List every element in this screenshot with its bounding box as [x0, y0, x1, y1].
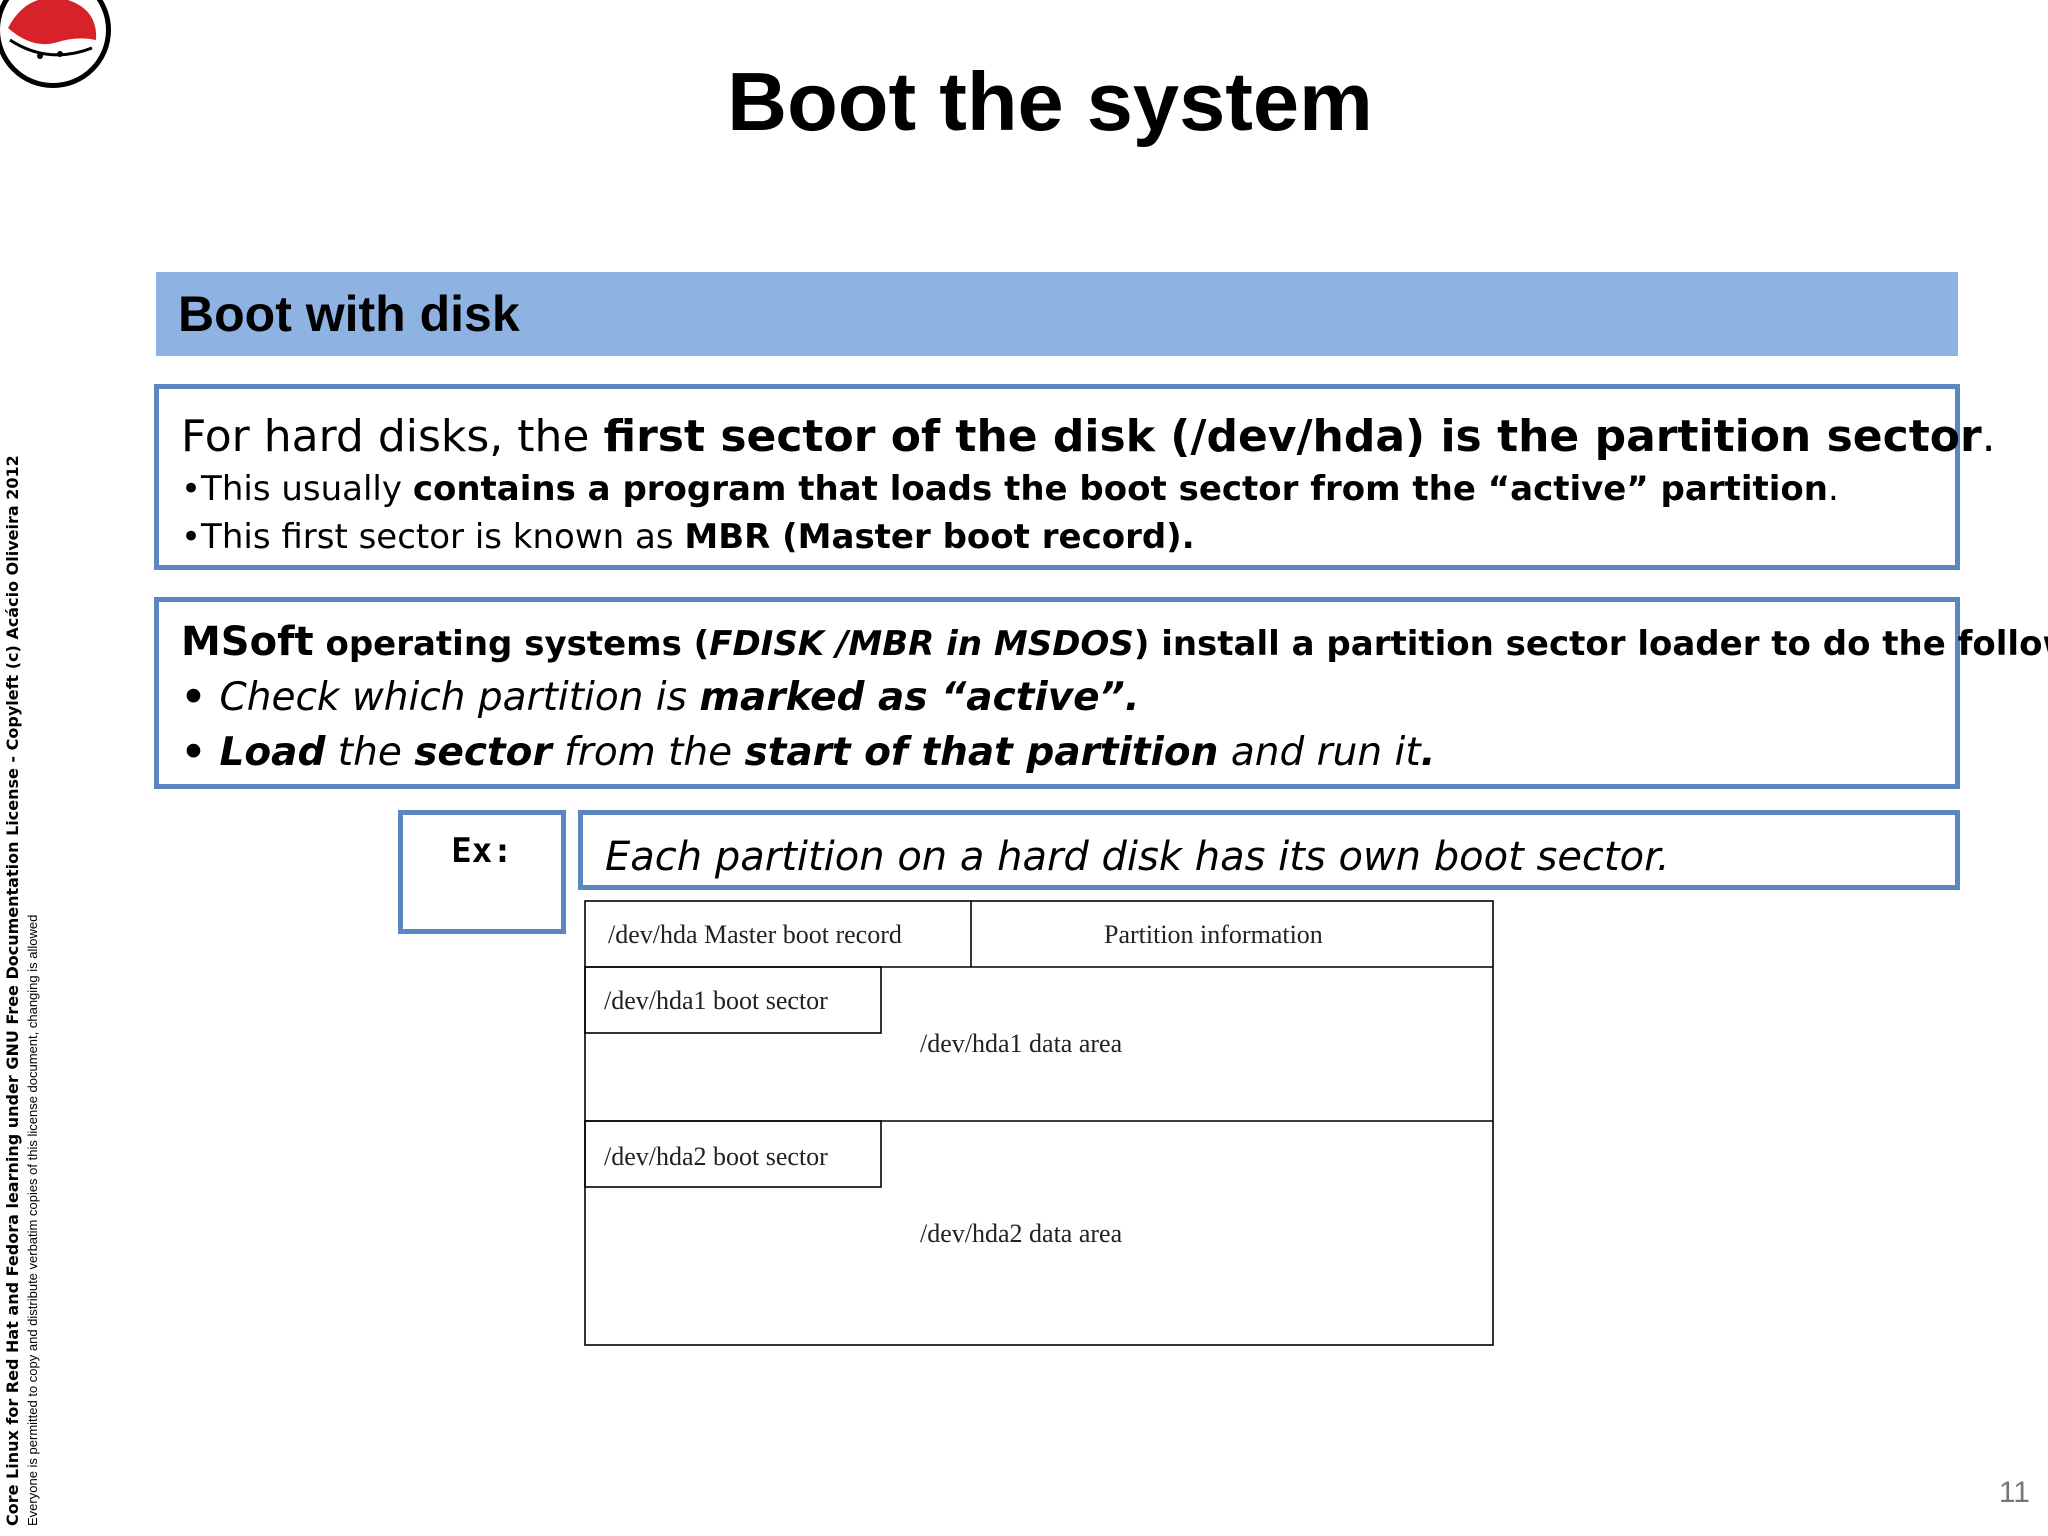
italic-span: and run it	[1218, 730, 1421, 775]
mbr-label: /dev/hda Master boot record	[608, 920, 902, 949]
info-line-3: •This first sector is known as MBR (Mast…	[181, 513, 1955, 561]
bold-span: operating systems (	[313, 624, 710, 664]
license-line: Core Linux for Red Hat and Fedora learni…	[3, 455, 22, 1526]
info-line-2: •This usually contains a program that lo…	[181, 465, 1955, 513]
example-text: Each partition on a hard disk has its ow…	[605, 834, 1670, 880]
bold-italic-span: .	[1420, 730, 1436, 775]
bold-span: ) install a partition sector loader to d…	[1133, 624, 2048, 664]
license-permission-line: Everyone is permitted to copy and distri…	[25, 914, 40, 1526]
msoft-loader-box: MSoft operating systems (FDISK /MBR in M…	[154, 597, 2048, 789]
hard-disk-info-box: For hard disks, the first sector of the …	[154, 384, 1996, 570]
bullet: •	[181, 675, 220, 720]
italic-span: Check which partition is	[219, 675, 700, 720]
msoft-line-2: • Check which partition is marked as “ac…	[181, 670, 1955, 725]
bold-span: MBR (Master boot record).	[684, 517, 1195, 557]
text-span: •This first sector is known as	[181, 517, 685, 557]
page-number: 11	[1998, 1476, 2030, 1509]
redhat-logo-icon	[0, 0, 111, 88]
text-span: .	[1981, 411, 1996, 462]
bold-span: first sector of the disk (/dev/hda) is t…	[603, 411, 1982, 462]
hda1-boot-label: /dev/hda1 boot sector	[604, 986, 828, 1015]
bold-span: contains a program that loads the boot s…	[412, 469, 1828, 509]
italic-span: the	[325, 730, 415, 775]
msoft-line-1: MSoft operating systems (FDISK /MBR in M…	[181, 616, 2048, 670]
partition-info-label: Partition information	[1104, 920, 1323, 949]
hda2-boot-label: /dev/hda2 boot sector	[604, 1142, 828, 1171]
info-line-1: For hard disks, the first sector of the …	[181, 409, 1996, 465]
disk-layout-diagram: /dev/hda Master boot record Partition in…	[584, 900, 1494, 1346]
hda1-data-label: /dev/hda1 data area	[920, 1029, 1123, 1058]
section-header-label: Boot with disk	[178, 286, 520, 342]
bold-italic-span: marked as “active”.	[699, 675, 1140, 720]
hda1-boot-cell	[584, 966, 882, 1034]
bold-italic-span: FDISK /MBR in MSDOS	[709, 624, 1134, 664]
license-sidebar: Core Linux for Red Hat and Fedora learni…	[2, 455, 42, 1526]
example-text-box: Each partition on a hard disk has its ow…	[578, 810, 1960, 890]
example-label: Ex:	[451, 831, 513, 871]
bullet: •	[181, 730, 220, 775]
hda2-data-label: /dev/hda2 data area	[920, 1219, 1123, 1248]
bold-italic-span: start of that partition	[744, 730, 1219, 775]
bold-span: MSoft	[181, 619, 314, 665]
slide-title: Boot the system	[727, 55, 1373, 148]
bold-italic-span: sector	[414, 730, 552, 775]
text-span: For hard disks, the	[181, 411, 604, 462]
text-span: .	[1827, 469, 1839, 509]
hda2-boot-cell	[584, 1120, 882, 1188]
section-header: Boot with disk	[156, 272, 1958, 356]
msoft-line-3: • Load the sector from the start of that…	[181, 725, 1955, 780]
example-label-box: Ex:	[398, 810, 566, 934]
text-span: •This usually	[181, 469, 413, 509]
bold-italic-span: Load	[219, 730, 326, 775]
italic-span: from the	[551, 730, 745, 775]
